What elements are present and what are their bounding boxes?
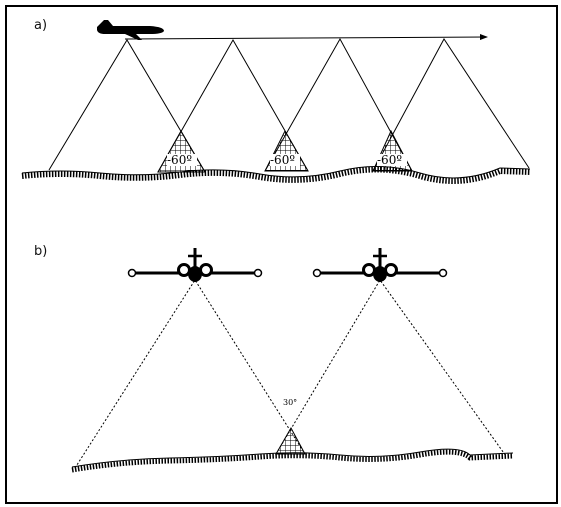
sensor-cones-b [74, 279, 507, 469]
panel-a-diagram: -60º -60º -60º [21, 20, 531, 184]
panel-a-label: a) [34, 18, 48, 33]
terrain-a [21, 166, 531, 184]
airplane-front-icon [312, 248, 448, 282]
overlap-angle-label: -60º [167, 153, 192, 167]
overlap-angle-label: 30° [283, 398, 297, 407]
panel-b-diagram: 30° [71, 248, 514, 473]
flight-direction-arrow [124, 34, 488, 41]
figure-frame [5, 5, 558, 504]
sensor-cones-a [48, 37, 530, 173]
overlap-labels-a: -60º -60º -60º [167, 153, 407, 167]
airplane-side-icon [97, 20, 164, 40]
airplane-front-icon [127, 248, 263, 282]
overlap-angle-label: -60º [377, 153, 402, 167]
overlap-region [275, 426, 306, 455]
terrain-b [71, 448, 514, 473]
panel-b-label: b) [34, 244, 48, 259]
overlap-angle-label: -60º [270, 153, 295, 167]
